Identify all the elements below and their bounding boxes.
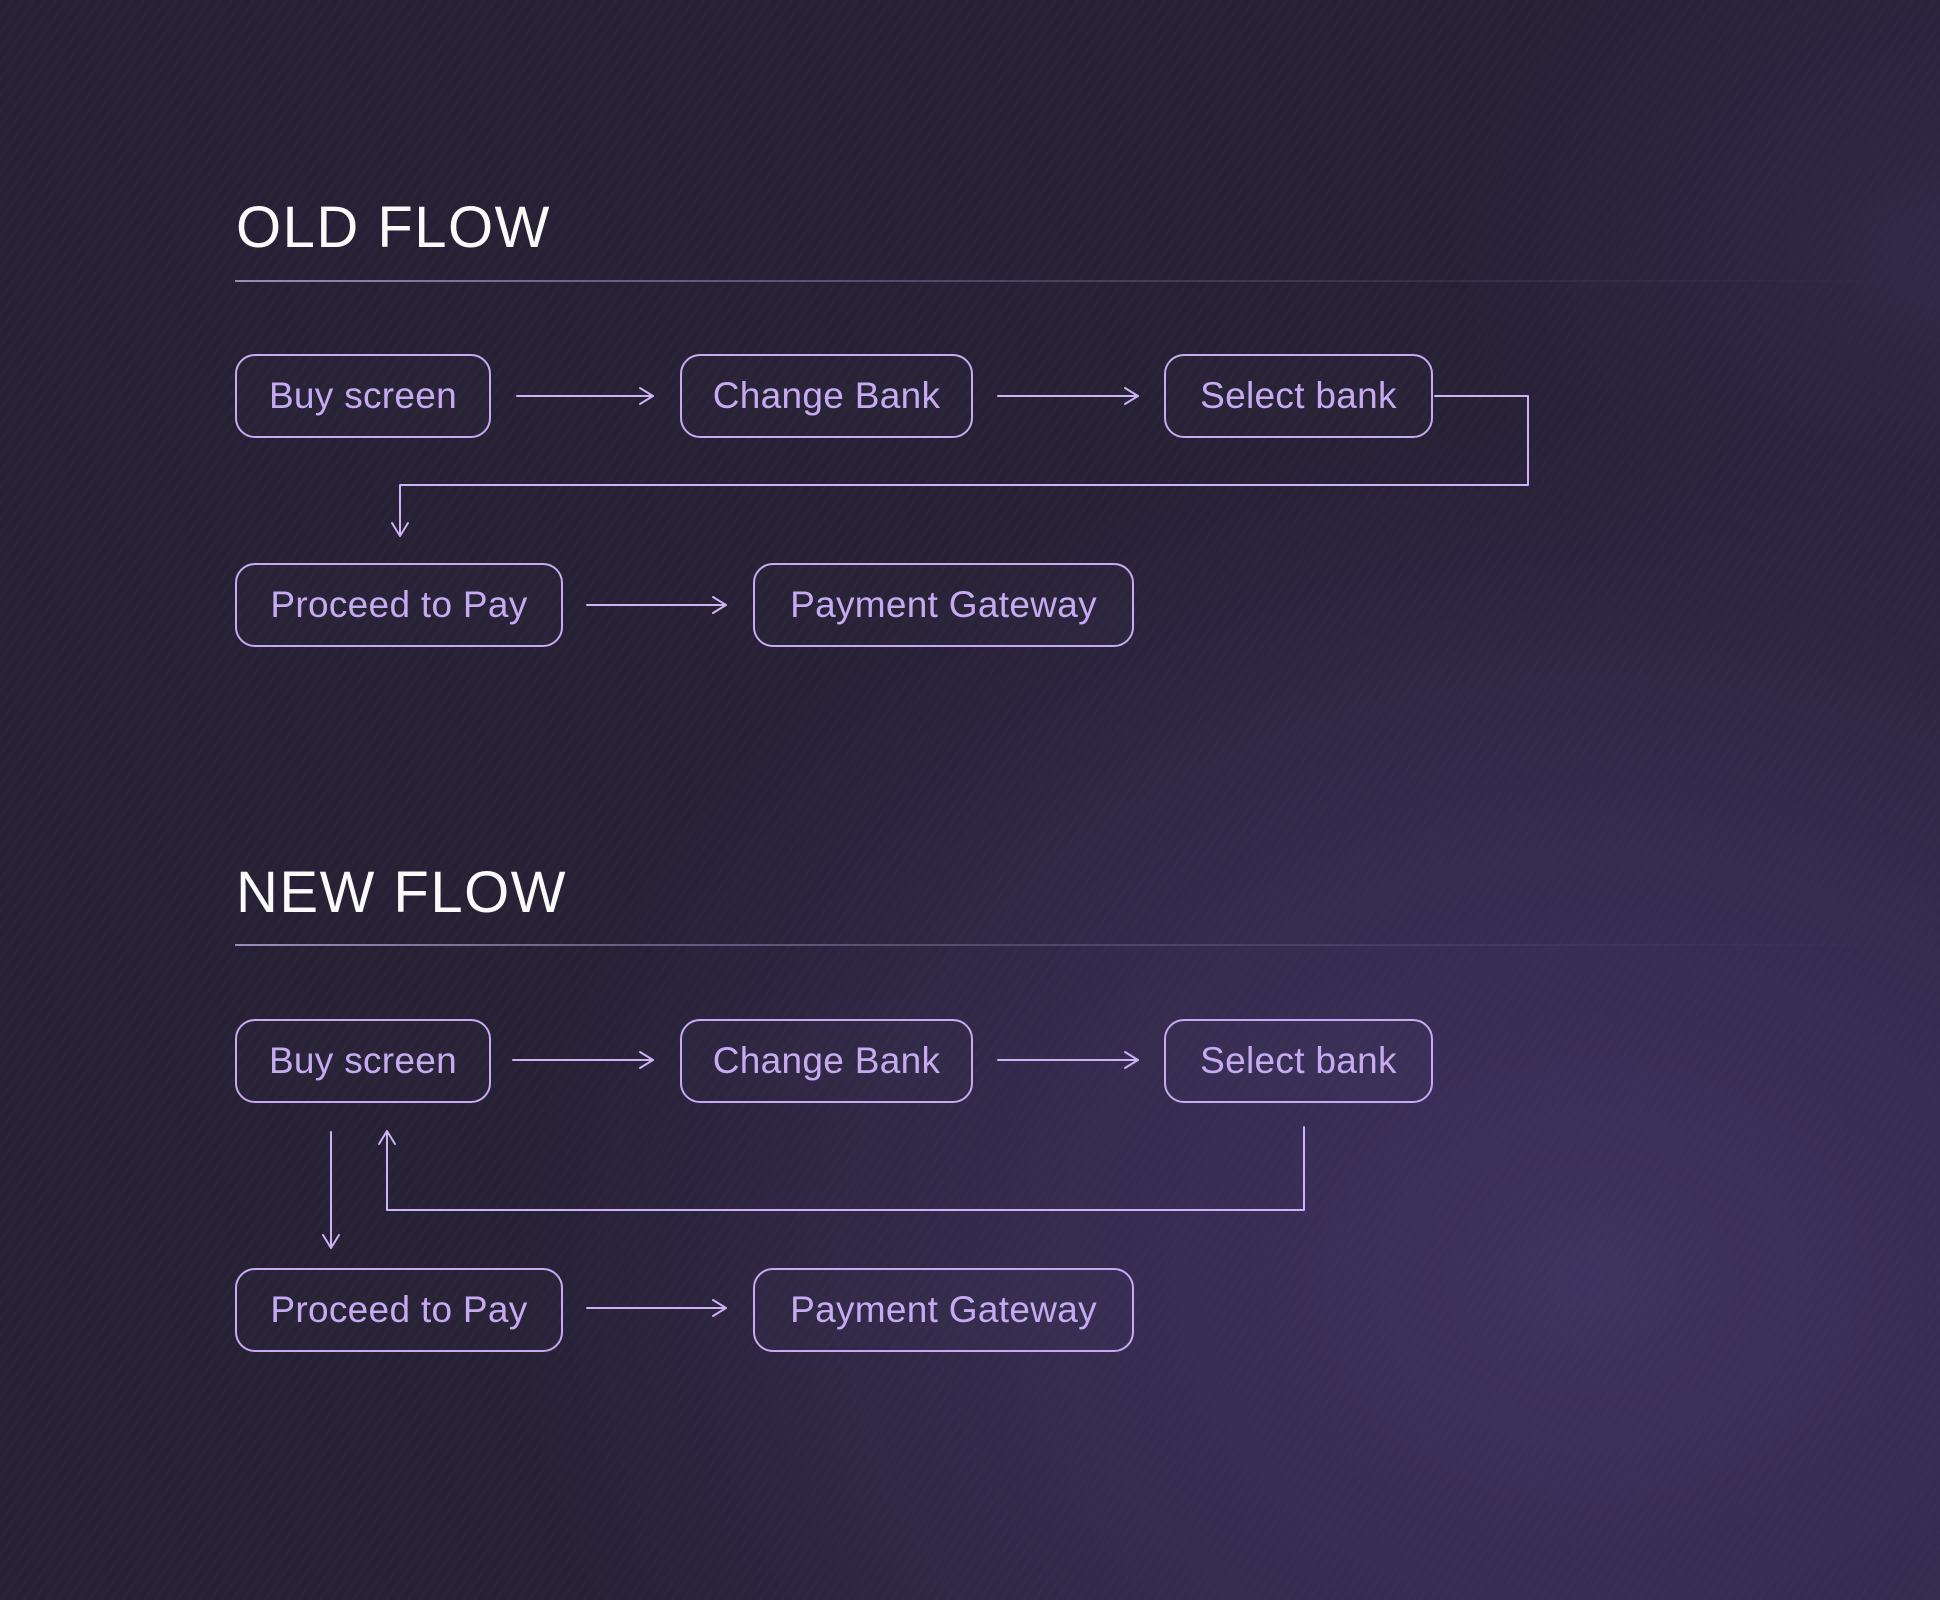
node-label: Buy screen (268, 1040, 458, 1081)
node-label: Change Bank (712, 375, 941, 416)
new-flow-node-select-bank: Select bank (1164, 1019, 1433, 1103)
new-flow-divider (235, 944, 1925, 946)
new-flow-title: NEW FLOW (236, 860, 567, 925)
new-flow-node-buy-screen: Buy screen (235, 1019, 491, 1103)
node-label: Payment Gateway (790, 584, 1097, 625)
new-arrow-select-back-to-buy (378, 1126, 1305, 1211)
old-flow-title: OLD FLOW (236, 195, 551, 260)
node-label: Payment Gateway (790, 1289, 1097, 1330)
old-flow-node-change-bank: Change Bank (680, 354, 973, 438)
new-flow-node-proceed-to-pay: Proceed to Pay (235, 1268, 563, 1352)
old-flow-node-payment-gateway: Payment Gateway (753, 563, 1134, 647)
node-label: Proceed to Pay (270, 584, 528, 625)
old-flow-node-buy-screen: Buy screen (235, 354, 491, 438)
node-label: Select bank (1200, 1040, 1397, 1081)
new-flow-node-payment-gateway: Payment Gateway (753, 1268, 1134, 1352)
node-label: Buy screen (268, 375, 458, 416)
old-flow-divider (235, 280, 1925, 282)
old-flow-node-proceed-to-pay: Proceed to Pay (235, 563, 563, 647)
node-label: Proceed to Pay (270, 1289, 528, 1330)
new-flow-node-change-bank: Change Bank (680, 1019, 973, 1103)
node-label: Select bank (1200, 375, 1397, 416)
node-label: Change Bank (712, 1040, 941, 1081)
old-flow-node-select-bank: Select bank (1164, 354, 1433, 438)
